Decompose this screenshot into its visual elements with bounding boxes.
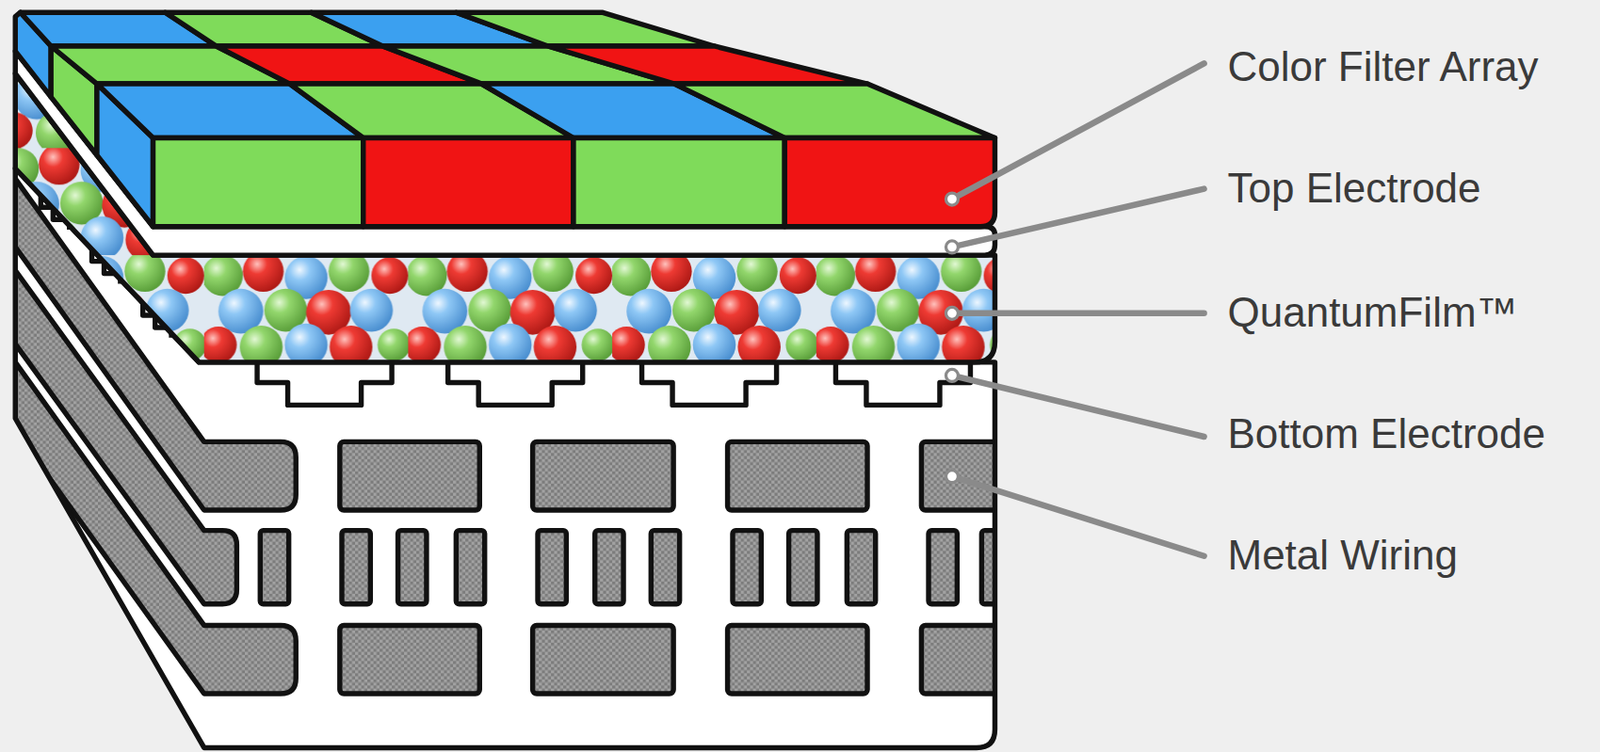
part-label: Metal Wiring <box>1228 531 1459 582</box>
electrode-tooth <box>257 362 970 406</box>
quantum-film-layer <box>15 73 995 363</box>
part-label: Bottom Electrode <box>1228 409 1547 460</box>
leader-dot <box>945 193 958 484</box>
part-label: Top Electrode <box>1228 163 1482 214</box>
color-filter-array <box>20 12 996 227</box>
part-label: Color Filter Array <box>1228 42 1539 93</box>
wiring-band <box>15 362 296 695</box>
top-electrode-layer <box>15 50 995 256</box>
leader-line <box>952 63 1205 556</box>
metal-wire <box>259 441 1023 695</box>
part-label: QuantumFilm™ <box>1228 288 1519 339</box>
